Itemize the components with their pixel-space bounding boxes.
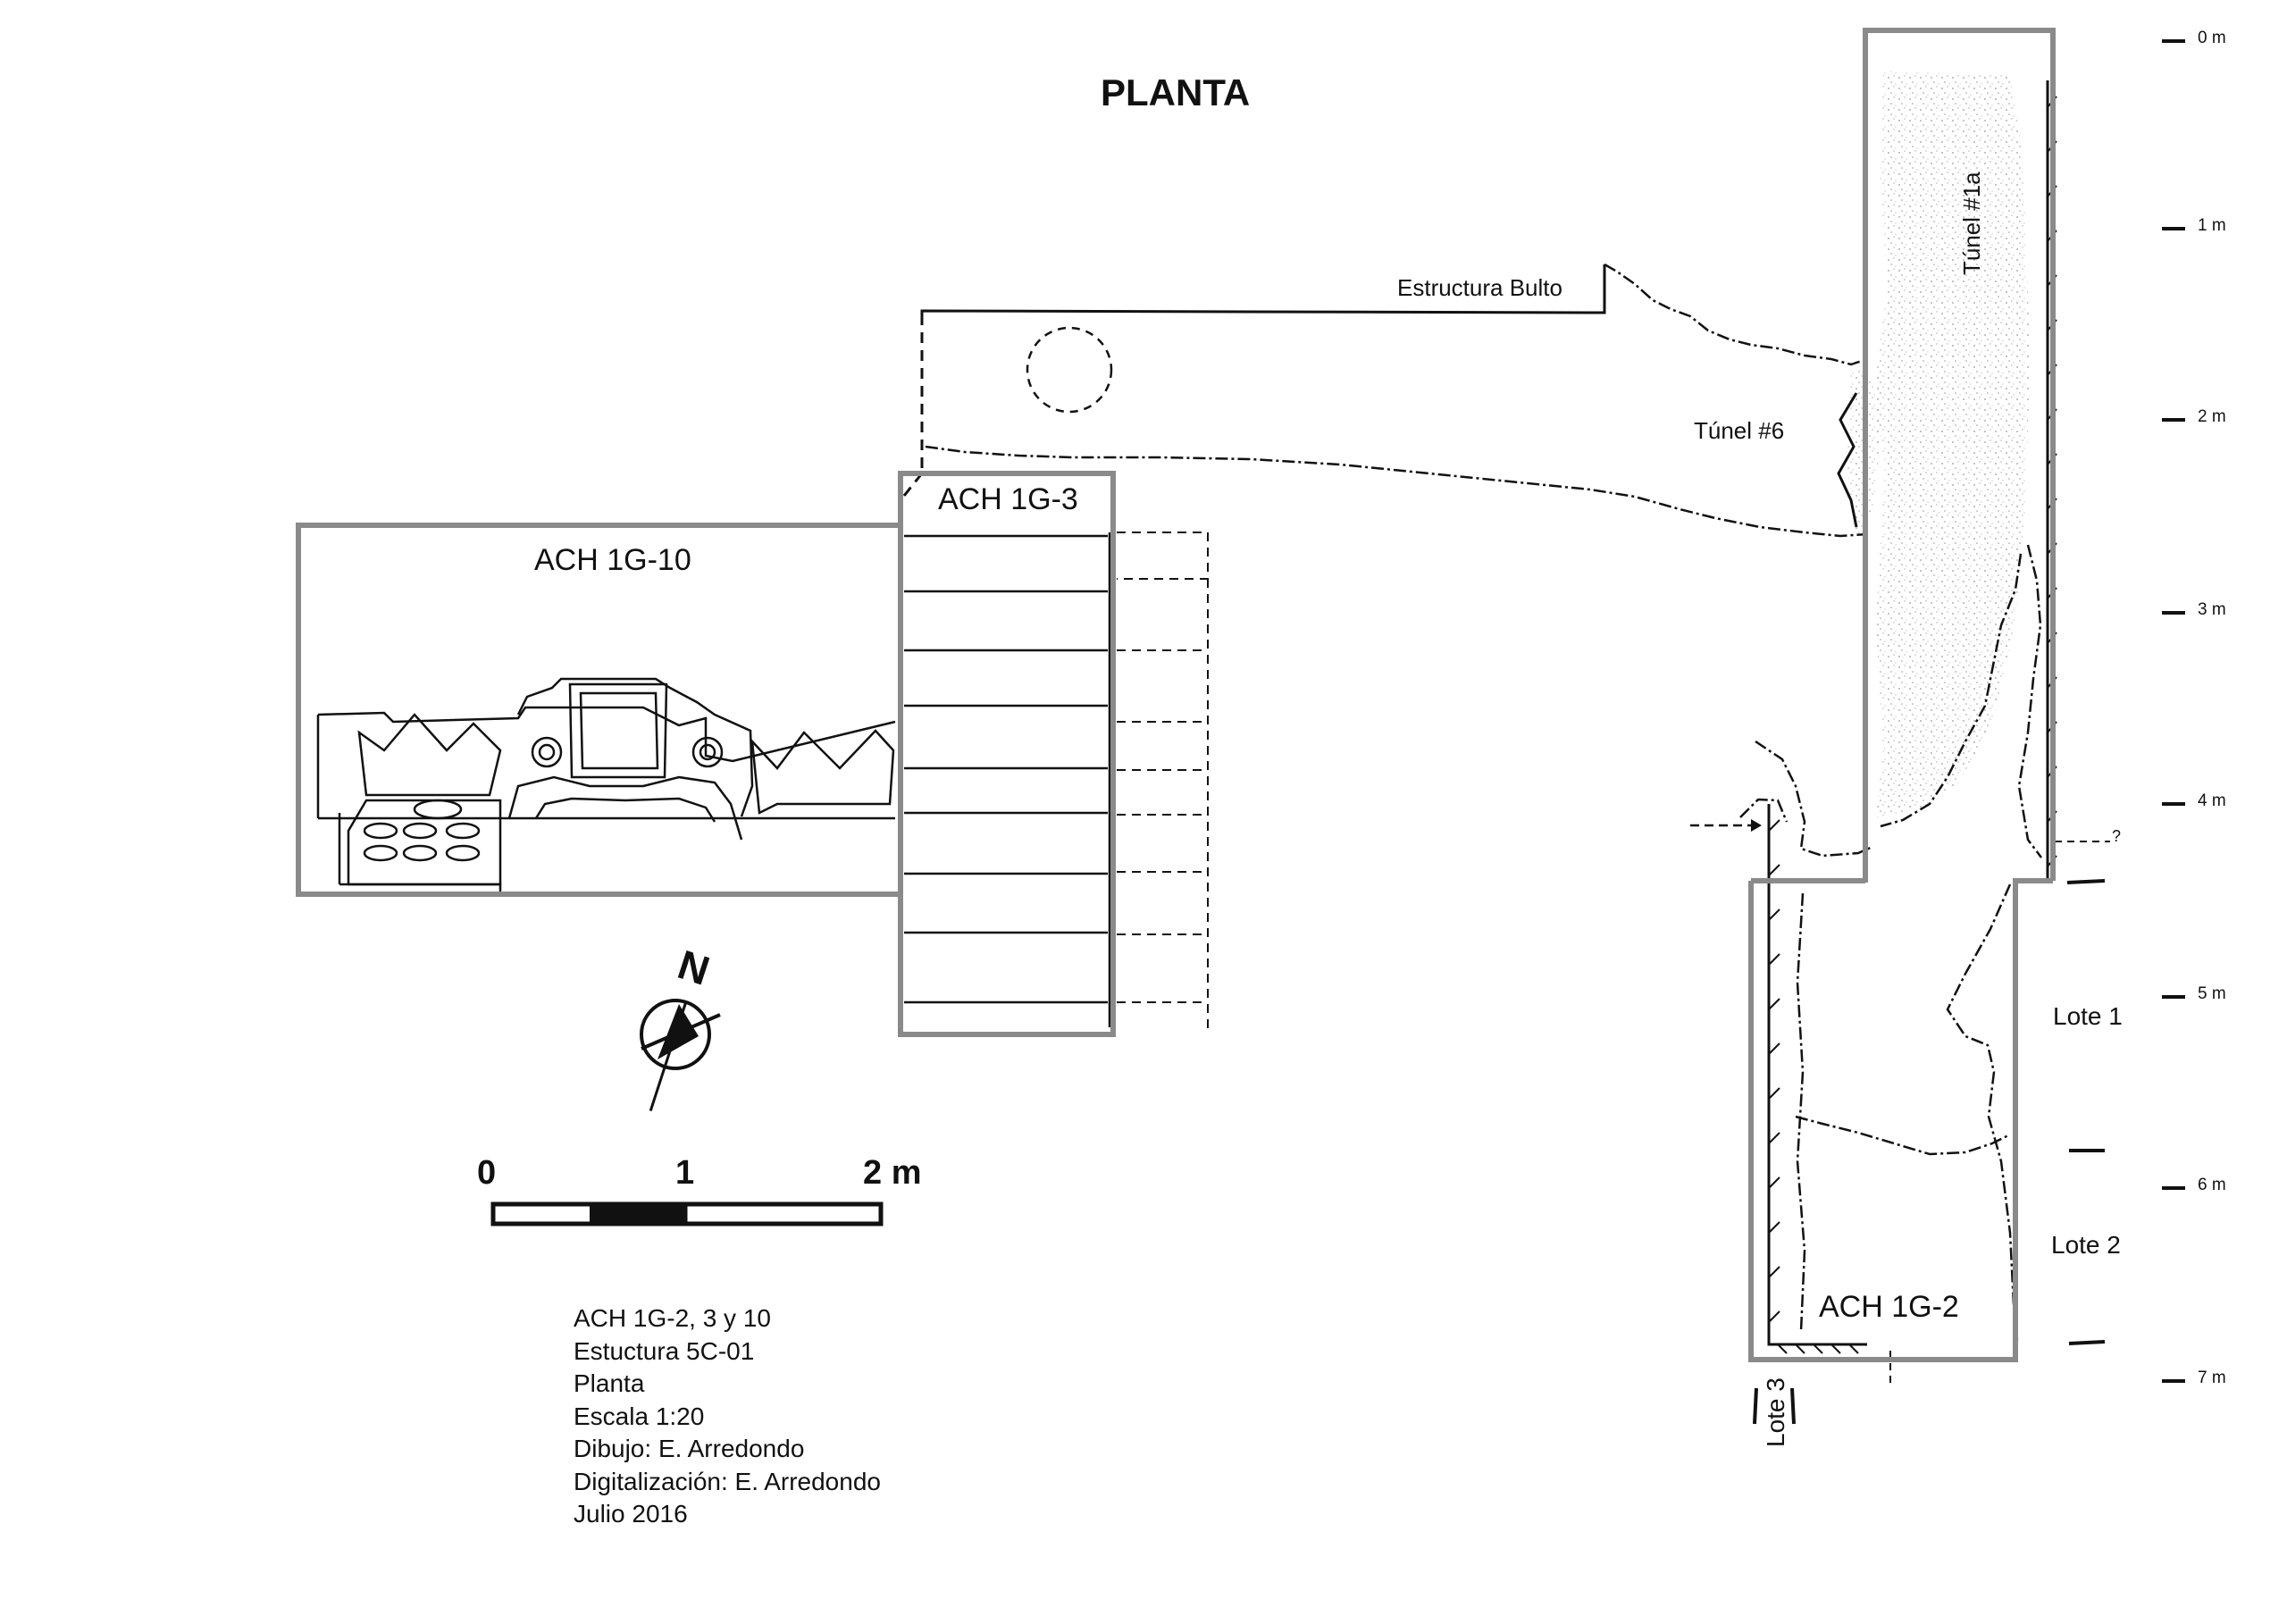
scale-bar-label-two: 2 m	[863, 1154, 922, 1192]
tunel-6-label: Túnel #6	[1694, 417, 1785, 444]
tunnel-1a-fill	[1874, 71, 2030, 817]
depth-label-6: 6 m	[2198, 1176, 2226, 1194]
depth-label-0: 0 m	[2198, 29, 2226, 47]
depth-label-1: 1 m	[2198, 216, 2226, 235]
credit-line: Julio 2016	[574, 1500, 688, 1528]
credit-line: Escala 1:20	[574, 1402, 705, 1430]
depth-label-4: 4 m	[2198, 791, 2226, 810]
tunnel-1a-south-edge	[1755, 740, 1873, 858]
lote-boundary-ticks	[1753, 879, 2106, 1425]
depth-label-5: 5 m	[2198, 984, 2226, 1003]
question-mark-label: ?	[2112, 827, 2122, 845]
tunnel-1a-southeast-edge	[2017, 544, 2042, 858]
depth-label-2: 2 m	[2198, 407, 2226, 426]
estructura-bulto-dashed-link	[899, 473, 924, 501]
lote-1-2-boundary	[1795, 1115, 2011, 1156]
ach-1g-10-frieze	[316, 677, 896, 895]
ach-1g-3-dashed-steps	[1117, 532, 1209, 1034]
tunel-1a-label: Túnel #1a	[1958, 172, 1985, 275]
tunnel-6-south-edge	[925, 445, 1868, 538]
tunnel-1a-outline	[1863, 28, 2056, 883]
unit-label-ach-1g-3: ACH 1G-3	[938, 482, 1078, 516]
unit-label-ach-1g-10: ACH 1G-10	[534, 543, 691, 577]
estructura-bulto-label: Estructura Bulto	[1397, 274, 1562, 301]
unit-label-ach-1g-2: ACH 1G-2	[1819, 1290, 1959, 1324]
graphic-scale-bar	[490, 1201, 884, 1226]
lote-3-pit	[1739, 798, 1789, 823]
estructura-bulto-outline	[920, 264, 1606, 314]
ach-1g-2-east-edge	[1946, 883, 2019, 1341]
ach-1g-2-west-wall	[1767, 804, 1867, 1346]
ach-1g-3-steps	[904, 532, 1111, 1036]
ach-1g-2-floor-hatch	[1777, 1344, 1859, 1354]
ach-1g-2-outline	[1748, 878, 2053, 1362]
dashed-arrow-head	[1751, 819, 1762, 832]
page-title: PLANTA	[1101, 71, 1251, 113]
lote-3-label: Lote 3	[1762, 1377, 1789, 1447]
scale-bar-label-one: 1	[675, 1154, 695, 1192]
tunnel-6-east-hatch	[1837, 392, 1858, 528]
credit-line: Digitalización: E. Arredondo	[574, 1467, 881, 1495]
ach-1g-2-west-hatch	[1768, 819, 1780, 1323]
scale-bar-label-zero: 0	[477, 1154, 497, 1192]
tunnel-6-north-edge	[1604, 263, 1868, 366]
credit-line: ACH 1G-2, 3 y 10	[574, 1304, 771, 1332]
credits-block: ACH 1G-2, 3 y 10 Estuctura 5C-01 Planta …	[574, 1302, 881, 1531]
credit-line: Dibujo: E. Arredondo	[574, 1435, 805, 1462]
lote-2-label: Lote 2	[2051, 1231, 2121, 1259]
depth-label-7: 7 m	[2198, 1369, 2226, 1387]
depth-label-3: 3 m	[2198, 600, 2226, 619]
depth-scale-ticks	[2162, 39, 2185, 1383]
ach-1g-3-outline	[898, 471, 1116, 1037]
credit-line: Estuctura 5C-01	[574, 1336, 755, 1365]
tunnel-1a-inner-edge	[1880, 553, 2023, 828]
lote-1-label: Lote 1	[2053, 1002, 2123, 1030]
credit-line: Planta	[574, 1369, 645, 1397]
ach-1g-10-outline	[296, 523, 903, 897]
dashed-circle-feature	[1026, 326, 1113, 414]
ach-1g-2-inner-edge	[1796, 892, 1806, 1332]
north-arrow-icon	[640, 999, 721, 1112]
